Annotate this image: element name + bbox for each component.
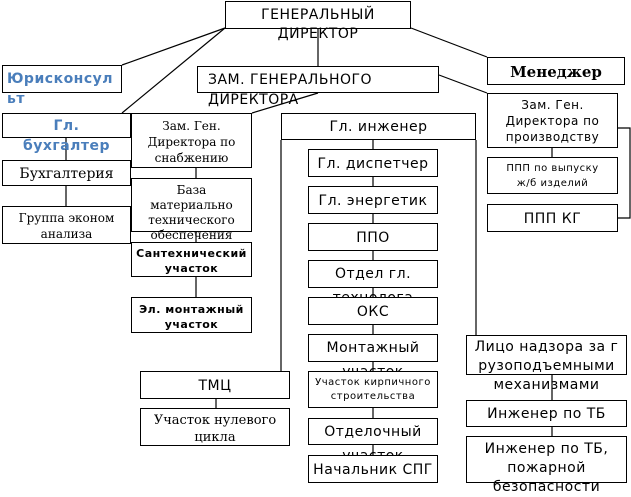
node-chief-accountant[interactable]: Гл. бухгалтер bbox=[2, 113, 131, 154]
node-label: Гл. инженер bbox=[329, 119, 428, 135]
connector-deputy-supply bbox=[251, 92, 319, 114]
node-label: Сантехнический участок bbox=[136, 247, 247, 275]
node-label: Инженер по ТБ, пожарной безопасности bbox=[484, 441, 609, 495]
node-label: Группа эконом анализа bbox=[18, 211, 115, 241]
node-label: Менеджер bbox=[510, 63, 602, 81]
node-label: ППП КГ bbox=[523, 211, 582, 227]
node-label: Эл. монтажный участок bbox=[139, 303, 244, 331]
node-oks[interactable]: ОКС bbox=[308, 297, 438, 325]
node-deputy-production[interactable]: Зам. Ген. Директора по производству bbox=[487, 93, 618, 148]
node-ppo[interactable]: ППО bbox=[308, 223, 438, 251]
node-label: Участок нулевого цикла bbox=[153, 413, 277, 445]
node-material-base[interactable]: База материально технического обеспечени… bbox=[131, 178, 252, 242]
node-label: Юрисконсульт bbox=[7, 71, 114, 107]
node-chief-dispatcher[interactable]: Гл. диспетчер bbox=[308, 149, 438, 177]
node-chief-technologist-dept[interactable]: Отдел гл. технолога bbox=[308, 260, 438, 306]
node-label: Зам. Ген. Директора по производству bbox=[505, 98, 600, 144]
node-label: Участок кирпичного строительства bbox=[315, 377, 431, 402]
node-brick-section[interactable]: Участок кирпичного строительства bbox=[308, 371, 438, 408]
node-label: Зам. Ген. Директора по снабжению bbox=[147, 119, 236, 165]
node-ppp-concrete[interactable]: ППП по выпуску ж/б изделий bbox=[487, 157, 618, 194]
node-label: ТМЦ bbox=[198, 378, 232, 394]
node-safety-engineer[interactable]: Инженер по ТБ bbox=[466, 400, 627, 427]
node-label: ППО bbox=[356, 230, 390, 246]
node-jurist[interactable]: Юрисконсульт bbox=[2, 65, 122, 107]
node-fire-safety-engineer[interactable]: Инженер по ТБ, пожарной безопасности bbox=[466, 436, 627, 495]
node-chief-engineer[interactable]: Гл. инженер bbox=[281, 113, 476, 140]
node-label: Гл. бухгалтер bbox=[22, 118, 111, 154]
node-crane-supervisor[interactable]: Лицо надзора за грузоподъемными механизм… bbox=[466, 335, 627, 393]
node-finishing-section[interactable]: Отделочный участок bbox=[308, 418, 438, 464]
node-label: ОКС bbox=[356, 304, 390, 320]
node-manager[interactable]: Менеджер bbox=[487, 57, 625, 85]
node-tmc[interactable]: ТМЦ bbox=[140, 371, 290, 399]
node-label: База материально технического обеспечени… bbox=[148, 183, 235, 242]
node-econ-analysis[interactable]: Группа эконом анализа bbox=[2, 206, 131, 244]
node-chief-power-engineer[interactable]: Гл. энергетик bbox=[308, 186, 438, 214]
connector-gen-accountant bbox=[121, 27, 226, 114]
node-label: Начальник СПГ bbox=[313, 462, 433, 478]
node-label: Гл. энергетик bbox=[318, 193, 428, 209]
connector-gen-manager bbox=[410, 27, 488, 58]
node-gen-director[interactable]: ГЕНЕРАЛЬНЫЙ ДИРЕКТОР bbox=[225, 1, 411, 42]
node-assembly-section[interactable]: Монтажный участок bbox=[308, 334, 438, 380]
node-deputy-supply[interactable]: Зам. Ген. Директора по снабжению bbox=[131, 113, 252, 168]
node-label: ЗАМ. ГЕНЕРАЛЬНОГО ДИРЕКТОРА bbox=[208, 72, 373, 108]
node-electric-section[interactable]: Эл. монтажный участок bbox=[131, 297, 252, 333]
node-zero-cycle-section[interactable]: Участок нулевого цикла bbox=[140, 408, 290, 446]
node-ppp-kg[interactable]: ППП КГ bbox=[487, 204, 618, 232]
node-label: Инженер по ТБ bbox=[487, 406, 606, 422]
node-label: Гл. диспетчер bbox=[317, 156, 429, 172]
connector-gen-jurist bbox=[121, 27, 226, 66]
node-label: ГЕНЕРАЛЬНЫЙ ДИРЕКТОР bbox=[261, 7, 375, 42]
node-label: ППП по выпуску ж/б изделий bbox=[506, 163, 599, 189]
node-deputy-gen-director[interactable]: ЗАМ. ГЕНЕРАЛЬНОГО ДИРЕКТОРА bbox=[197, 66, 439, 108]
node-accounting[interactable]: Бухгалтерия bbox=[2, 160, 131, 186]
node-label: Бухгалтерия bbox=[19, 166, 114, 182]
node-plumbing-section[interactable]: Сантехнический участок bbox=[131, 242, 252, 277]
node-spg-head[interactable]: Начальник СПГ bbox=[308, 455, 438, 483]
connector-deputy-production bbox=[438, 74, 488, 94]
node-label: Лицо надзора за грузоподъемными механизм… bbox=[474, 339, 619, 393]
